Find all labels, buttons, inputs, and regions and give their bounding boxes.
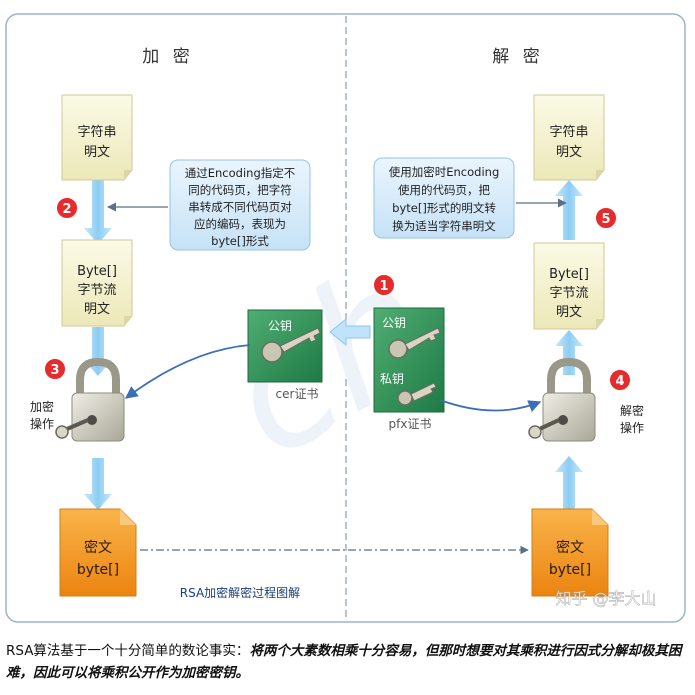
caption-emphasis-text: 将两个大素数相乘十分容易，但那时想要对其乘积进行因式分解却极其困难，因此可以将乘… — [6, 643, 682, 681]
private-key-icon-pfx — [397, 382, 437, 406]
svg-text:公钥: 公钥 — [382, 316, 406, 330]
svg-text:Byte[]: Byte[] — [549, 267, 589, 282]
step-badge-1: 1 — [372, 273, 396, 297]
svg-text:字节流: 字节流 — [77, 283, 116, 298]
svg-text:公钥: 公钥 — [268, 319, 292, 333]
svg-text:5: 5 — [601, 212, 610, 227]
svg-text:字符串: 字符串 — [77, 124, 116, 140]
svg-text:通过Encoding指定不: 通过Encoding指定不 — [185, 166, 296, 180]
decrypt-title: 解 密 — [492, 47, 543, 67]
left-byte-stream-doc: Byte[] 字节流 明文 — [61, 239, 133, 327]
svg-text:明文: 明文 — [84, 302, 110, 317]
encrypt-operation-label-2: 操作 — [30, 416, 54, 431]
decrypt-operation-label-2: 操作 — [620, 420, 644, 435]
right-lock-icon — [528, 357, 596, 442]
svg-text:密文: 密文 — [84, 539, 112, 556]
svg-text:使用加密时Encoding: 使用加密时Encoding — [389, 165, 500, 179]
decrypt-operation-label-1: 解密 — [620, 403, 644, 418]
private-key-to-lock-arrow — [439, 399, 542, 413]
public-key-icon-pfx — [388, 327, 441, 359]
encrypt-operation-label-1: 加密 — [30, 399, 54, 414]
svg-text:字节流: 字节流 — [549, 286, 588, 301]
svg-text:明文: 明文 — [556, 305, 582, 320]
left-encoding-note: 通过Encoding指定不 同的代码页，把字符 串转成不同代码页对 应的编码，表… — [169, 159, 311, 251]
svg-text:应的编码，表现为: 应的编码，表现为 — [194, 217, 286, 231]
pfx-certificate-label: pfx证书 — [389, 417, 432, 431]
cer-certificate-label: cer证书 — [276, 387, 319, 401]
svg-text:同的代码页，把字符: 同的代码页，把字符 — [188, 183, 292, 197]
svg-text:1: 1 — [379, 279, 388, 294]
step-badge-3: 3 — [43, 357, 67, 381]
svg-text:byte[]形式: byte[]形式 — [211, 234, 269, 248]
right-flow-arrows — [555, 180, 583, 510]
svg-text:Byte[]: Byte[] — [77, 264, 117, 279]
left-lock-icon — [55, 357, 125, 442]
svg-text:密文: 密文 — [556, 539, 584, 556]
step-badge-2: 2 — [55, 196, 79, 220]
encrypt-title: 加 密 — [142, 47, 193, 67]
step-badge-5: 5 — [594, 206, 618, 230]
diagram-footer-title: RSA加密解密过程图解 — [180, 585, 300, 600]
right-plaintext-string-doc: 字符串 明文 — [533, 94, 605, 181]
svg-text:byte[]: byte[] — [77, 562, 119, 578]
svg-text:串转成不同代码页对: 串转成不同代码页对 — [188, 200, 292, 214]
svg-text:使用的代码页，把: 使用的代码页，把 — [398, 183, 490, 197]
caption-normal-text: RSA算法基于一个十分简单的数论事实： — [6, 643, 250, 659]
rsa-diagram: ch 加 密 解 密 字符串 明文 Byte[] 字节流 明文 加密 操作 密文 — [5, 13, 686, 623]
svg-text:明文: 明文 — [84, 145, 110, 160]
svg-text:byte[]: byte[] — [549, 562, 591, 578]
svg-text:4: 4 — [615, 374, 624, 389]
svg-text:明文: 明文 — [556, 145, 582, 160]
left-ciphertext-doc: 密文 byte[] — [59, 508, 137, 597]
right-ciphertext-doc: 密文 byte[] — [531, 508, 609, 597]
zhihu-watermark: 知乎 @李大山 — [555, 589, 656, 608]
svg-text:byte[]形式的明文转: byte[]形式的明文转 — [392, 201, 496, 215]
svg-text:换为适当字符串明文: 换为适当字符串明文 — [392, 219, 496, 233]
public-key-to-lock-arrow — [124, 344, 251, 399]
svg-text:私钥: 私钥 — [380, 372, 404, 386]
pfx-certificate: 公钥 私钥 — [373, 307, 445, 413]
step-badge-4: 4 — [608, 368, 632, 392]
right-encoding-note: 使用加密时Encoding 使用的代码页，把 byte[]形式的明文转 换为适当… — [373, 157, 515, 239]
cer-certificate: 公钥 — [247, 309, 323, 383]
svg-text:字符串: 字符串 — [549, 124, 588, 140]
svg-text:3: 3 — [50, 363, 59, 378]
right-byte-stream-doc: Byte[] 字节流 明文 — [533, 242, 605, 330]
left-plaintext-string-doc: 字符串 明文 — [61, 94, 133, 181]
svg-text:2: 2 — [62, 202, 71, 217]
caption-paragraph: RSA算法基于一个十分简单的数论事实：将两个大素数相乘十分容易，但那时想要对其乘… — [6, 640, 689, 684]
pfx-to-cer-arrow — [329, 317, 371, 347]
public-key-icon-cer — [261, 327, 321, 363]
